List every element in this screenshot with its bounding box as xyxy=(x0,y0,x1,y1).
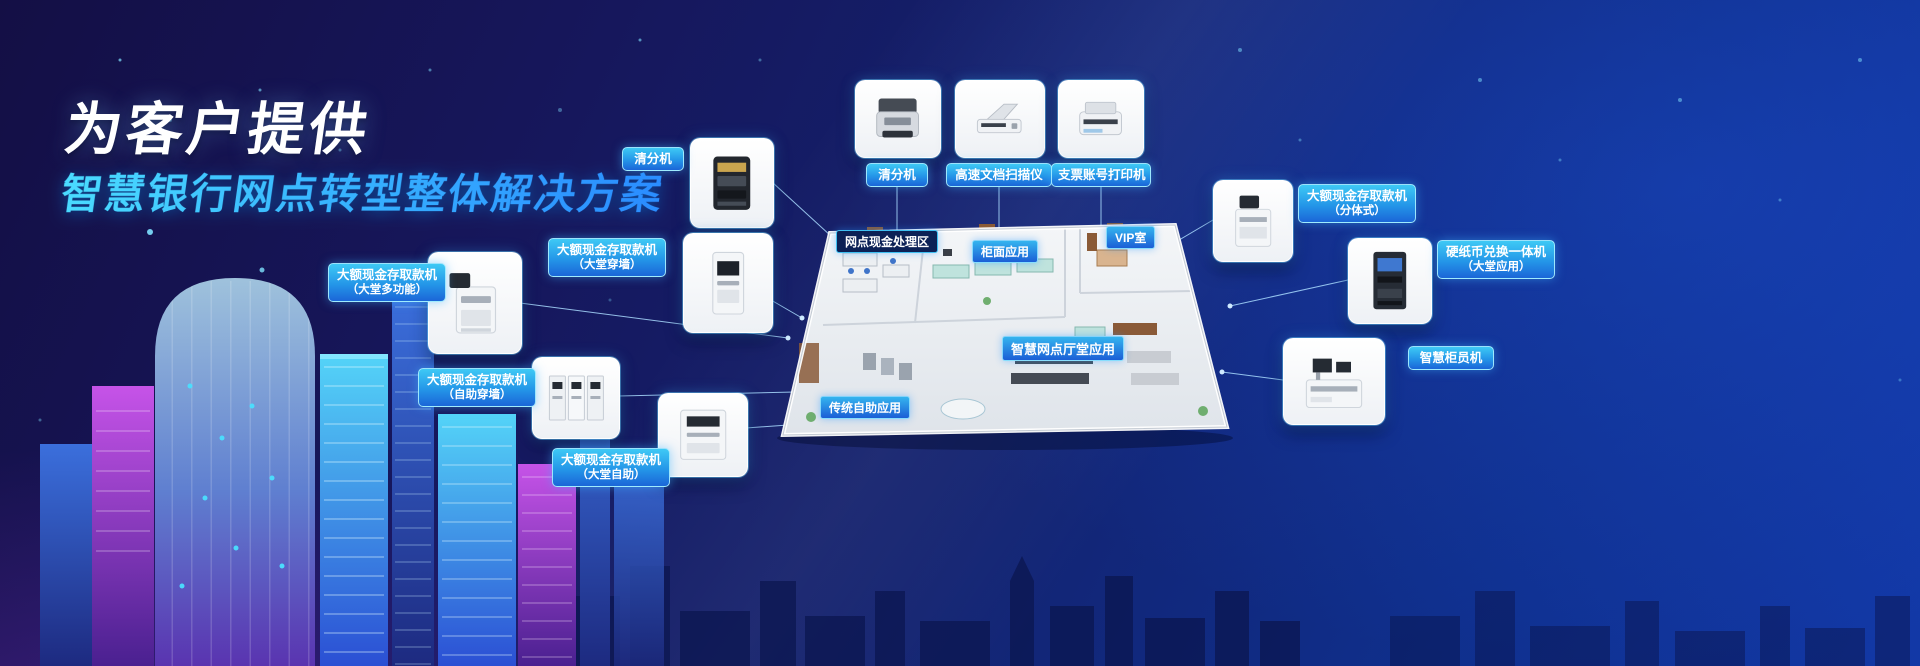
note-sorter-image xyxy=(713,156,751,210)
label-doc-scanner: 高速文档扫描仪 xyxy=(946,163,1052,188)
currency-counter-image xyxy=(876,98,920,138)
area-label-cash-processing: 网点现金处理区 xyxy=(836,230,939,253)
label-text: 大额现金存取款机 xyxy=(560,453,661,467)
product-card-lobby-self xyxy=(658,393,748,477)
label-text: 大额现金存取款机 xyxy=(336,268,437,282)
area-label-counter: 柜面应用 xyxy=(972,240,1039,263)
product-card-split-type xyxy=(1213,180,1293,262)
page-title-line1: 为客户提供 xyxy=(60,98,375,162)
split-type-machine-image xyxy=(1234,195,1272,247)
city-skyline-image xyxy=(40,278,664,666)
product-card-check-printer xyxy=(1058,80,1144,158)
label-text: 大额现金存取款机 xyxy=(426,373,527,387)
label-subtext: （大堂多功能） xyxy=(346,284,428,297)
label-kiosk-wall-lobby: 大额现金存取款机 （大堂穿墙） xyxy=(548,238,666,278)
product-card-self-wall xyxy=(532,357,620,439)
label-self-wall: 大额现金存取款机 （自助穿墙） xyxy=(418,368,536,408)
distant-skyline-right-image xyxy=(1390,591,1910,666)
label-subtext: （大堂应用） xyxy=(1461,261,1531,274)
label-subtext: （大堂穿墙） xyxy=(572,259,642,272)
document-scanner-image xyxy=(976,103,1022,133)
area-label-vip-room: VIP室 xyxy=(1106,226,1156,249)
product-card-smart-teller xyxy=(1283,338,1385,425)
label-text: 智慧柜员机 xyxy=(1419,351,1483,365)
label-text: 硬纸币兑换一体机 xyxy=(1445,245,1546,259)
label-multi-function: 大额现金存取款机 （大堂多功能） xyxy=(328,263,446,303)
product-card-sorter-left xyxy=(690,138,774,228)
label-subtext: （自助穿墙） xyxy=(442,389,512,402)
label-sorter-left: 清分机 xyxy=(622,147,684,172)
coin-exchange-atm-image xyxy=(1373,252,1407,310)
label-lobby-self: 大额现金存取款机 （大堂自助） xyxy=(552,448,670,488)
lobby-self-machine-image xyxy=(679,409,727,461)
label-check-printer: 支票账号打印机 xyxy=(1051,163,1151,188)
check-printer-image xyxy=(1079,101,1123,135)
label-subtext: （分体式） xyxy=(1328,205,1386,218)
label-text: 大额现金存取款机 xyxy=(1306,189,1407,203)
smart-teller-machine-image xyxy=(1305,358,1363,408)
label-text: 清分机 xyxy=(634,152,672,166)
product-card-coin-exchange xyxy=(1348,238,1432,324)
floorplan-image xyxy=(777,222,1233,450)
product-card-sorter-top xyxy=(855,80,941,158)
label-smart-teller: 智慧柜员机 xyxy=(1408,346,1494,371)
label-sorter-top: 清分机 xyxy=(866,163,928,188)
area-label-smart-hall: 智慧网点厅堂应用 xyxy=(1002,336,1125,361)
area-label-traditional-self-service: 传统自助应用 xyxy=(820,396,911,419)
label-text: 高速文档扫描仪 xyxy=(955,168,1043,182)
label-text: 大额现金存取款机 xyxy=(556,243,657,257)
product-card-kiosk-wall-lobby xyxy=(683,233,773,333)
product-card-multi-function xyxy=(428,252,522,354)
cash-kiosk-image xyxy=(712,251,744,315)
wall-units-image xyxy=(548,375,604,421)
page-title-line2: 智慧银行网点转型整体解决方案 xyxy=(58,160,668,220)
multi-function-machine-image xyxy=(449,273,497,334)
label-coin-exchange: 硬纸币兑换一体机 （大堂应用） xyxy=(1437,240,1555,280)
label-split-type: 大额现金存取款机 （分体式） xyxy=(1298,184,1416,224)
product-card-doc-scanner xyxy=(955,80,1045,158)
label-subtext: （大堂自助） xyxy=(576,469,646,482)
label-text: 支票账号打印机 xyxy=(1058,168,1146,182)
label-text: 清分机 xyxy=(878,168,916,182)
